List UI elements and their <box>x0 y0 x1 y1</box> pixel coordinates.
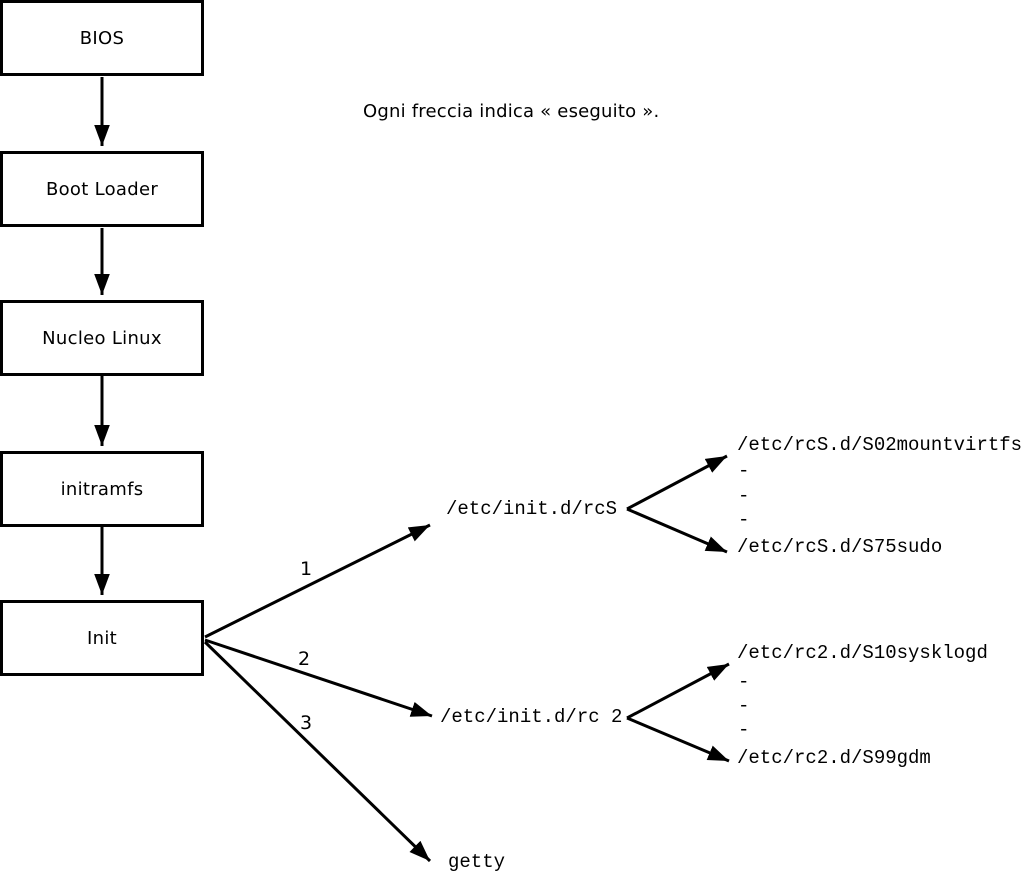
arrow-rcs-to-s75sudo <box>626 507 728 554</box>
node-init: Init <box>0 600 204 676</box>
arrow-1-label: 1 <box>299 558 313 580</box>
node-nucleo-linux: Nucleo Linux <box>0 300 204 376</box>
ellipsis-dash: - <box>738 671 750 693</box>
path-etc-rcs-d-s75sudo: /etc/rcS.d/S75sudo <box>737 536 943 558</box>
ellipsis-dash: - <box>738 485 750 507</box>
arrow-init-to-rcs <box>204 523 431 639</box>
diagram-caption: Ogni freccia indica « eseguito ». <box>363 101 660 122</box>
ellipsis-dash: - <box>738 695 750 717</box>
ellipsis-dash: - <box>738 460 750 482</box>
path-getty: getty <box>448 851 506 873</box>
arrow-2-label: 2 <box>297 648 311 670</box>
arrow-rc2-to-s10sysklogd <box>626 662 730 720</box>
arrow-rc2-to-s99gdm <box>626 716 730 763</box>
ellipsis-dash: - <box>738 719 750 741</box>
node-initramfs: initramfs <box>0 451 204 527</box>
path-etc-init-d-rc2: /etc/init.d/rc 2 <box>440 706 623 728</box>
arrow-init-to-getty <box>203 640 432 863</box>
ellipsis-dash: - <box>738 509 750 531</box>
path-etc-rc2-d-s99gdm: /etc/rc2.d/S99gdm <box>737 747 931 769</box>
arrow-rcs-to-s02mountvirtfs <box>626 454 728 511</box>
node-boot-loader-label: Boot Loader <box>45 178 159 200</box>
path-etc-rcs-d-s02mountvirtfs: /etc/rcS.d/S02mountvirtfs <box>737 434 1023 456</box>
arrow-init-to-rc2 <box>204 638 433 718</box>
node-initramfs-label: initramfs <box>60 478 144 500</box>
node-bios-label: BIOS <box>79 27 125 49</box>
node-init-label: Init <box>87 627 117 649</box>
node-bios: BIOS <box>0 0 204 76</box>
path-etc-rc2-d-s10sysklogd: /etc/rc2.d/S10sysklogd <box>737 642 988 664</box>
path-etc-init-d-rcs: /etc/init.d/rcS <box>446 498 618 520</box>
node-nucleo-linux-label: Nucleo Linux <box>42 327 162 349</box>
node-boot-loader: Boot Loader <box>0 151 204 227</box>
arrow-3-label: 3 <box>299 712 313 734</box>
